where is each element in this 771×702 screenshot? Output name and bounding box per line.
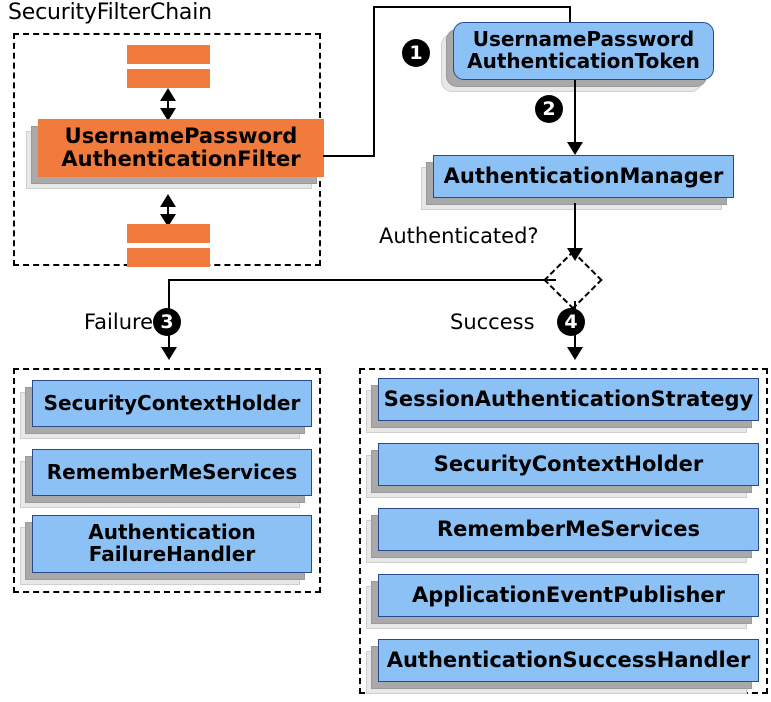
filter-top-arrow-down <box>160 108 176 121</box>
edge-token-to-manager <box>574 80 576 149</box>
node-face[interactable]: AuthenticationSuccessHandler <box>378 639 759 682</box>
label-authenticated-question: Authenticated? <box>379 224 539 248</box>
filter-bar-top-2 <box>127 69 210 88</box>
node-face[interactable]: Authentication FailureHandler <box>32 515 312 573</box>
edge-token-entry <box>569 6 571 34</box>
node-face[interactable]: UsernamePassword AuthenticationFilter <box>38 119 324 177</box>
node-label: UsernamePassword AuthenticationFilter <box>61 124 301 171</box>
filter-top-arrow-up <box>160 88 176 101</box>
filter-bar-bottom-2 <box>127 248 210 267</box>
edge-filter-to-token-seg-h2 <box>373 6 571 8</box>
node-username-password-authentication-filter[interactable]: UsernamePassword AuthenticationFilter <box>26 119 326 194</box>
edge-decision-to-failure-h <box>168 279 556 281</box>
node-label: SecurityContextHolder <box>433 452 704 477</box>
node-face[interactable]: UsernamePassword AuthenticationToken <box>453 22 714 80</box>
label-success: Success <box>450 310 535 334</box>
node-face[interactable]: RememberMeServices <box>378 508 759 551</box>
node-face[interactable]: SessionAuthenticationStrategy <box>378 378 759 421</box>
node-success-application-event-publisher[interactable]: ApplicationEventPublisher <box>366 574 761 636</box>
badge-step-3: 3 <box>153 308 181 336</box>
node-face[interactable]: ApplicationEventPublisher <box>378 574 759 617</box>
security-filter-chain-title: SecurityFilterChain <box>8 0 212 25</box>
filter-bar-top-1 <box>127 45 210 64</box>
node-success-security-context-holder[interactable]: SecurityContextHolder <box>366 443 761 505</box>
node-success-authentication-success-handler[interactable]: AuthenticationSuccessHandler <box>366 639 761 701</box>
filter-bar-bottom-1 <box>127 224 210 243</box>
filter-bottom-arrow-down <box>160 214 176 227</box>
node-label: AuthenticationSuccessHandler <box>386 648 751 673</box>
filter-top-connector <box>167 94 169 119</box>
label-failure: Failure <box>84 310 154 334</box>
node-username-password-authentication-token[interactable]: UsernamePassword AuthenticationToken <box>441 22 716 100</box>
edge-manager-to-decision-arrow <box>567 248 583 261</box>
node-success-remember-me-services[interactable]: RememberMeServices <box>366 508 761 570</box>
node-label: ApplicationEventPublisher <box>411 583 726 608</box>
node-label: AuthenticationManager <box>443 164 724 189</box>
badge-step-2: 2 <box>535 95 563 123</box>
filter-bottom-connector <box>167 200 169 225</box>
node-success-session-authentication-strategy[interactable]: SessionAuthenticationStrategy <box>366 378 761 440</box>
node-failure-authentication-failure-handler[interactable]: Authentication FailureHandler <box>20 515 314 593</box>
failure-group-container <box>13 368 321 593</box>
node-label: RememberMeServices <box>46 459 298 484</box>
badge-step-1: 1 <box>402 39 430 67</box>
edge-token-to-manager-arrow <box>567 142 583 155</box>
node-failure-remember-me-services[interactable]: RememberMeServices <box>20 449 314 515</box>
node-failure-security-context-holder[interactable]: SecurityContextHolder <box>20 380 314 446</box>
node-label: Authentication FailureHandler <box>88 520 256 566</box>
node-face[interactable]: RememberMeServices <box>32 449 312 496</box>
node-face[interactable]: SecurityContextHolder <box>378 443 759 486</box>
node-authentication-manager[interactable]: AuthenticationManager <box>421 155 736 217</box>
node-label: UsernamePassword AuthenticationToken <box>467 27 700 73</box>
edge-failure-arrow <box>161 347 177 360</box>
edge-filter-to-token-seg-v <box>373 6 375 157</box>
node-label: SecurityContextHolder <box>43 390 301 415</box>
edge-filter-to-token-seg-h1 <box>323 155 375 157</box>
edge-success-arrow <box>567 347 583 360</box>
filter-bottom-arrow-up <box>160 194 176 207</box>
badge-step-4: 4 <box>557 308 585 336</box>
node-face[interactable]: AuthenticationManager <box>433 155 734 198</box>
node-label: RememberMeServices <box>437 517 700 542</box>
edge-manager-to-decision <box>574 203 576 253</box>
node-face[interactable]: SecurityContextHolder <box>32 380 312 427</box>
node-label: SessionAuthenticationStrategy <box>383 387 754 412</box>
